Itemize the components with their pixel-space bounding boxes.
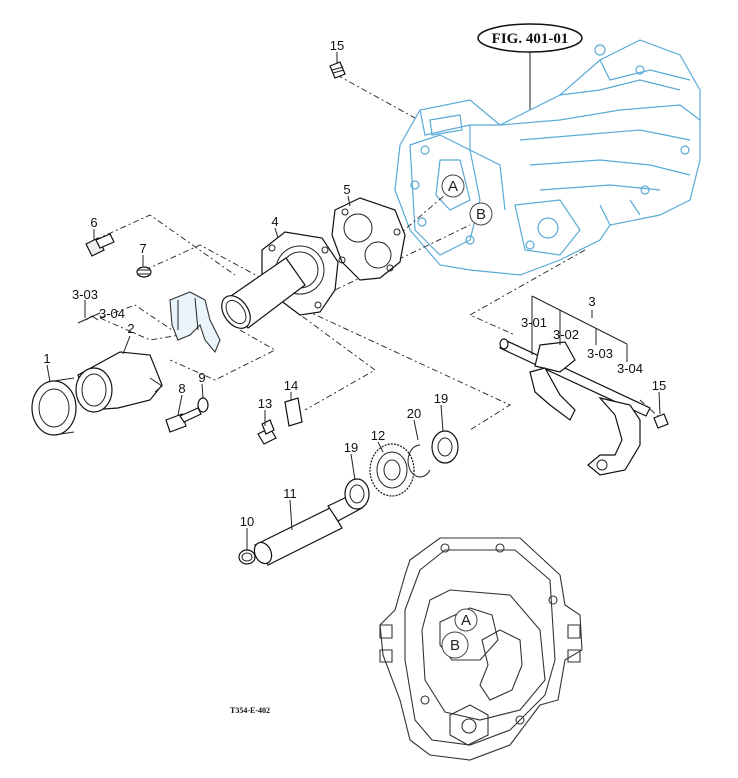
part-9-washer[interactable] [197, 397, 209, 413]
callout-19-upper[interactable]: 19 [434, 391, 448, 406]
part-7-spring[interactable] [136, 266, 152, 278]
callout-3-02[interactable]: 3-02 [553, 327, 579, 342]
callout-3-04[interactable]: 3-04 [617, 361, 643, 376]
callout-3-03-left[interactable]: 3-03 [72, 287, 98, 302]
callout-20[interactable]: 20 [407, 406, 421, 421]
part-15-top-bolt[interactable] [329, 61, 346, 79]
leader-lines [46, 52, 661, 550]
callout-19-lower[interactable]: 19 [344, 440, 358, 455]
part-19-bearing-upper[interactable] [431, 430, 459, 464]
callout-labels: 15 5 4 6 7 3-03 3-04 2 1 8 9 14 13 10 11… [43, 38, 666, 529]
callout-4[interactable]: 4 [271, 214, 278, 229]
part-19-bearing-lower[interactable] [344, 478, 370, 510]
callout-3-04-left[interactable]: 3-04 [99, 306, 125, 321]
part-2-release-sleeve[interactable] [75, 351, 163, 413]
svg-text:A: A [448, 178, 458, 195]
svg-text:B: B [476, 206, 486, 223]
part-1-seal[interactable] [31, 377, 77, 436]
part-13-bolt[interactable] [257, 419, 277, 445]
callout-14[interactable]: 14 [284, 378, 298, 393]
bell-housing-view [379, 537, 583, 761]
marker-b-lower: B [441, 631, 469, 659]
part-14-plate[interactable] [284, 397, 303, 427]
callout-8[interactable]: 8 [178, 381, 185, 396]
part-8-bolt[interactable] [165, 407, 202, 433]
alignment-lines [94, 74, 661, 431]
part-3-shift-rail-assembly[interactable] [499, 338, 651, 476]
callout-5[interactable]: 5 [343, 182, 350, 197]
part-20-snap-ring[interactable] [407, 444, 431, 478]
part-10-o-ring[interactable] [238, 549, 256, 565]
marker-a-upper: A [441, 174, 465, 198]
callout-9[interactable]: 9 [198, 370, 205, 385]
figure-reference-label: FIG. 401-01 [492, 31, 569, 47]
callout-15-top[interactable]: 15 [330, 38, 344, 53]
callout-3-03[interactable]: 3-03 [587, 346, 613, 361]
part-11-shaft[interactable] [251, 492, 363, 566]
callout-1[interactable]: 1 [43, 351, 50, 366]
callout-11[interactable]: 11 [283, 486, 297, 501]
marker-a-lower: A [454, 608, 478, 632]
drawing-code: T354-E-402 [230, 706, 270, 715]
transmission-housing [394, 39, 701, 276]
svg-text:A: A [461, 612, 471, 629]
callout-3[interactable]: 3 [588, 294, 595, 309]
figure-reference-badge[interactable]: FIG. 401-01 [477, 23, 583, 53]
callout-6[interactable]: 6 [90, 215, 97, 230]
part-3-03-3-04-left-pins[interactable] [77, 312, 101, 324]
callout-12[interactable]: 12 [371, 428, 385, 443]
part-6-bolt[interactable] [85, 233, 115, 257]
part-3-bracket [531, 295, 628, 362]
part-12-gear[interactable] [369, 443, 415, 497]
callout-3-01[interactable]: 3-01 [521, 315, 547, 330]
callout-15-right[interactable]: 15 [652, 378, 666, 393]
callout-7[interactable]: 7 [139, 241, 146, 256]
callout-10[interactable]: 10 [240, 514, 254, 529]
part-shift-fork-left[interactable] [169, 291, 221, 354]
callout-2[interactable]: 2 [127, 321, 134, 336]
callout-13[interactable]: 13 [258, 396, 272, 411]
part-4-bearing-retainer[interactable] [216, 231, 339, 334]
part-5-gasket[interactable] [331, 197, 406, 281]
svg-text:B: B [450, 637, 460, 654]
marker-b-upper: B [469, 202, 493, 226]
part-15-right-screw[interactable] [653, 413, 669, 429]
